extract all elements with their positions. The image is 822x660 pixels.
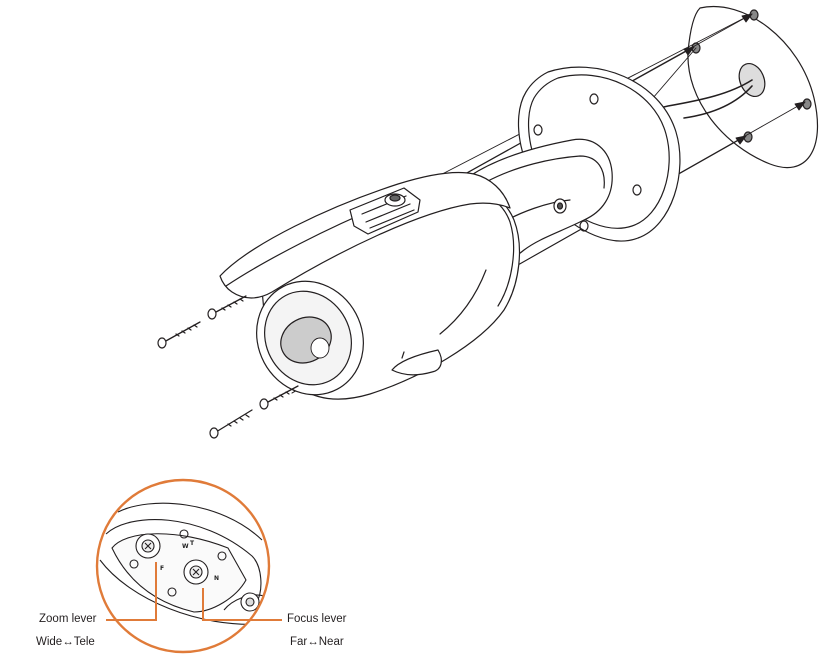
screw-lower-left xyxy=(209,409,253,439)
sun-shield xyxy=(219,171,511,299)
zoom-range-arrow: ↔ xyxy=(62,636,74,648)
zoom-range-wide: Wide xyxy=(36,636,63,648)
focus-leader-line xyxy=(202,588,282,621)
screw-upper-left xyxy=(157,321,201,349)
focus-range-arrow: ↔ xyxy=(307,636,319,648)
zoom-range-tele: Tele xyxy=(73,636,95,648)
detail-circle-outline xyxy=(95,478,271,654)
lens-front xyxy=(256,280,364,396)
zoom-lever-label: Zoom lever xyxy=(39,613,97,625)
zoom-range-label: Wide↔Tele xyxy=(36,636,95,649)
focus-mark-n: N xyxy=(214,575,219,582)
focus-range-near: Near xyxy=(318,636,344,648)
focus-range-label: Far↔Near xyxy=(290,636,344,649)
zoom-mark-w: W xyxy=(182,543,189,550)
callout-leaders xyxy=(106,562,282,621)
focus-range-far: Far xyxy=(290,636,308,648)
zoom-mark-t: T xyxy=(190,540,195,547)
anchor-lower xyxy=(259,385,299,410)
focus-mark-f: F xyxy=(160,565,164,572)
zoom-leader-line xyxy=(106,562,157,621)
anchor-upper xyxy=(207,295,247,320)
lens-adjustment-detail: W T F N xyxy=(95,478,271,654)
focus-lever-label: Focus lever xyxy=(287,613,347,625)
